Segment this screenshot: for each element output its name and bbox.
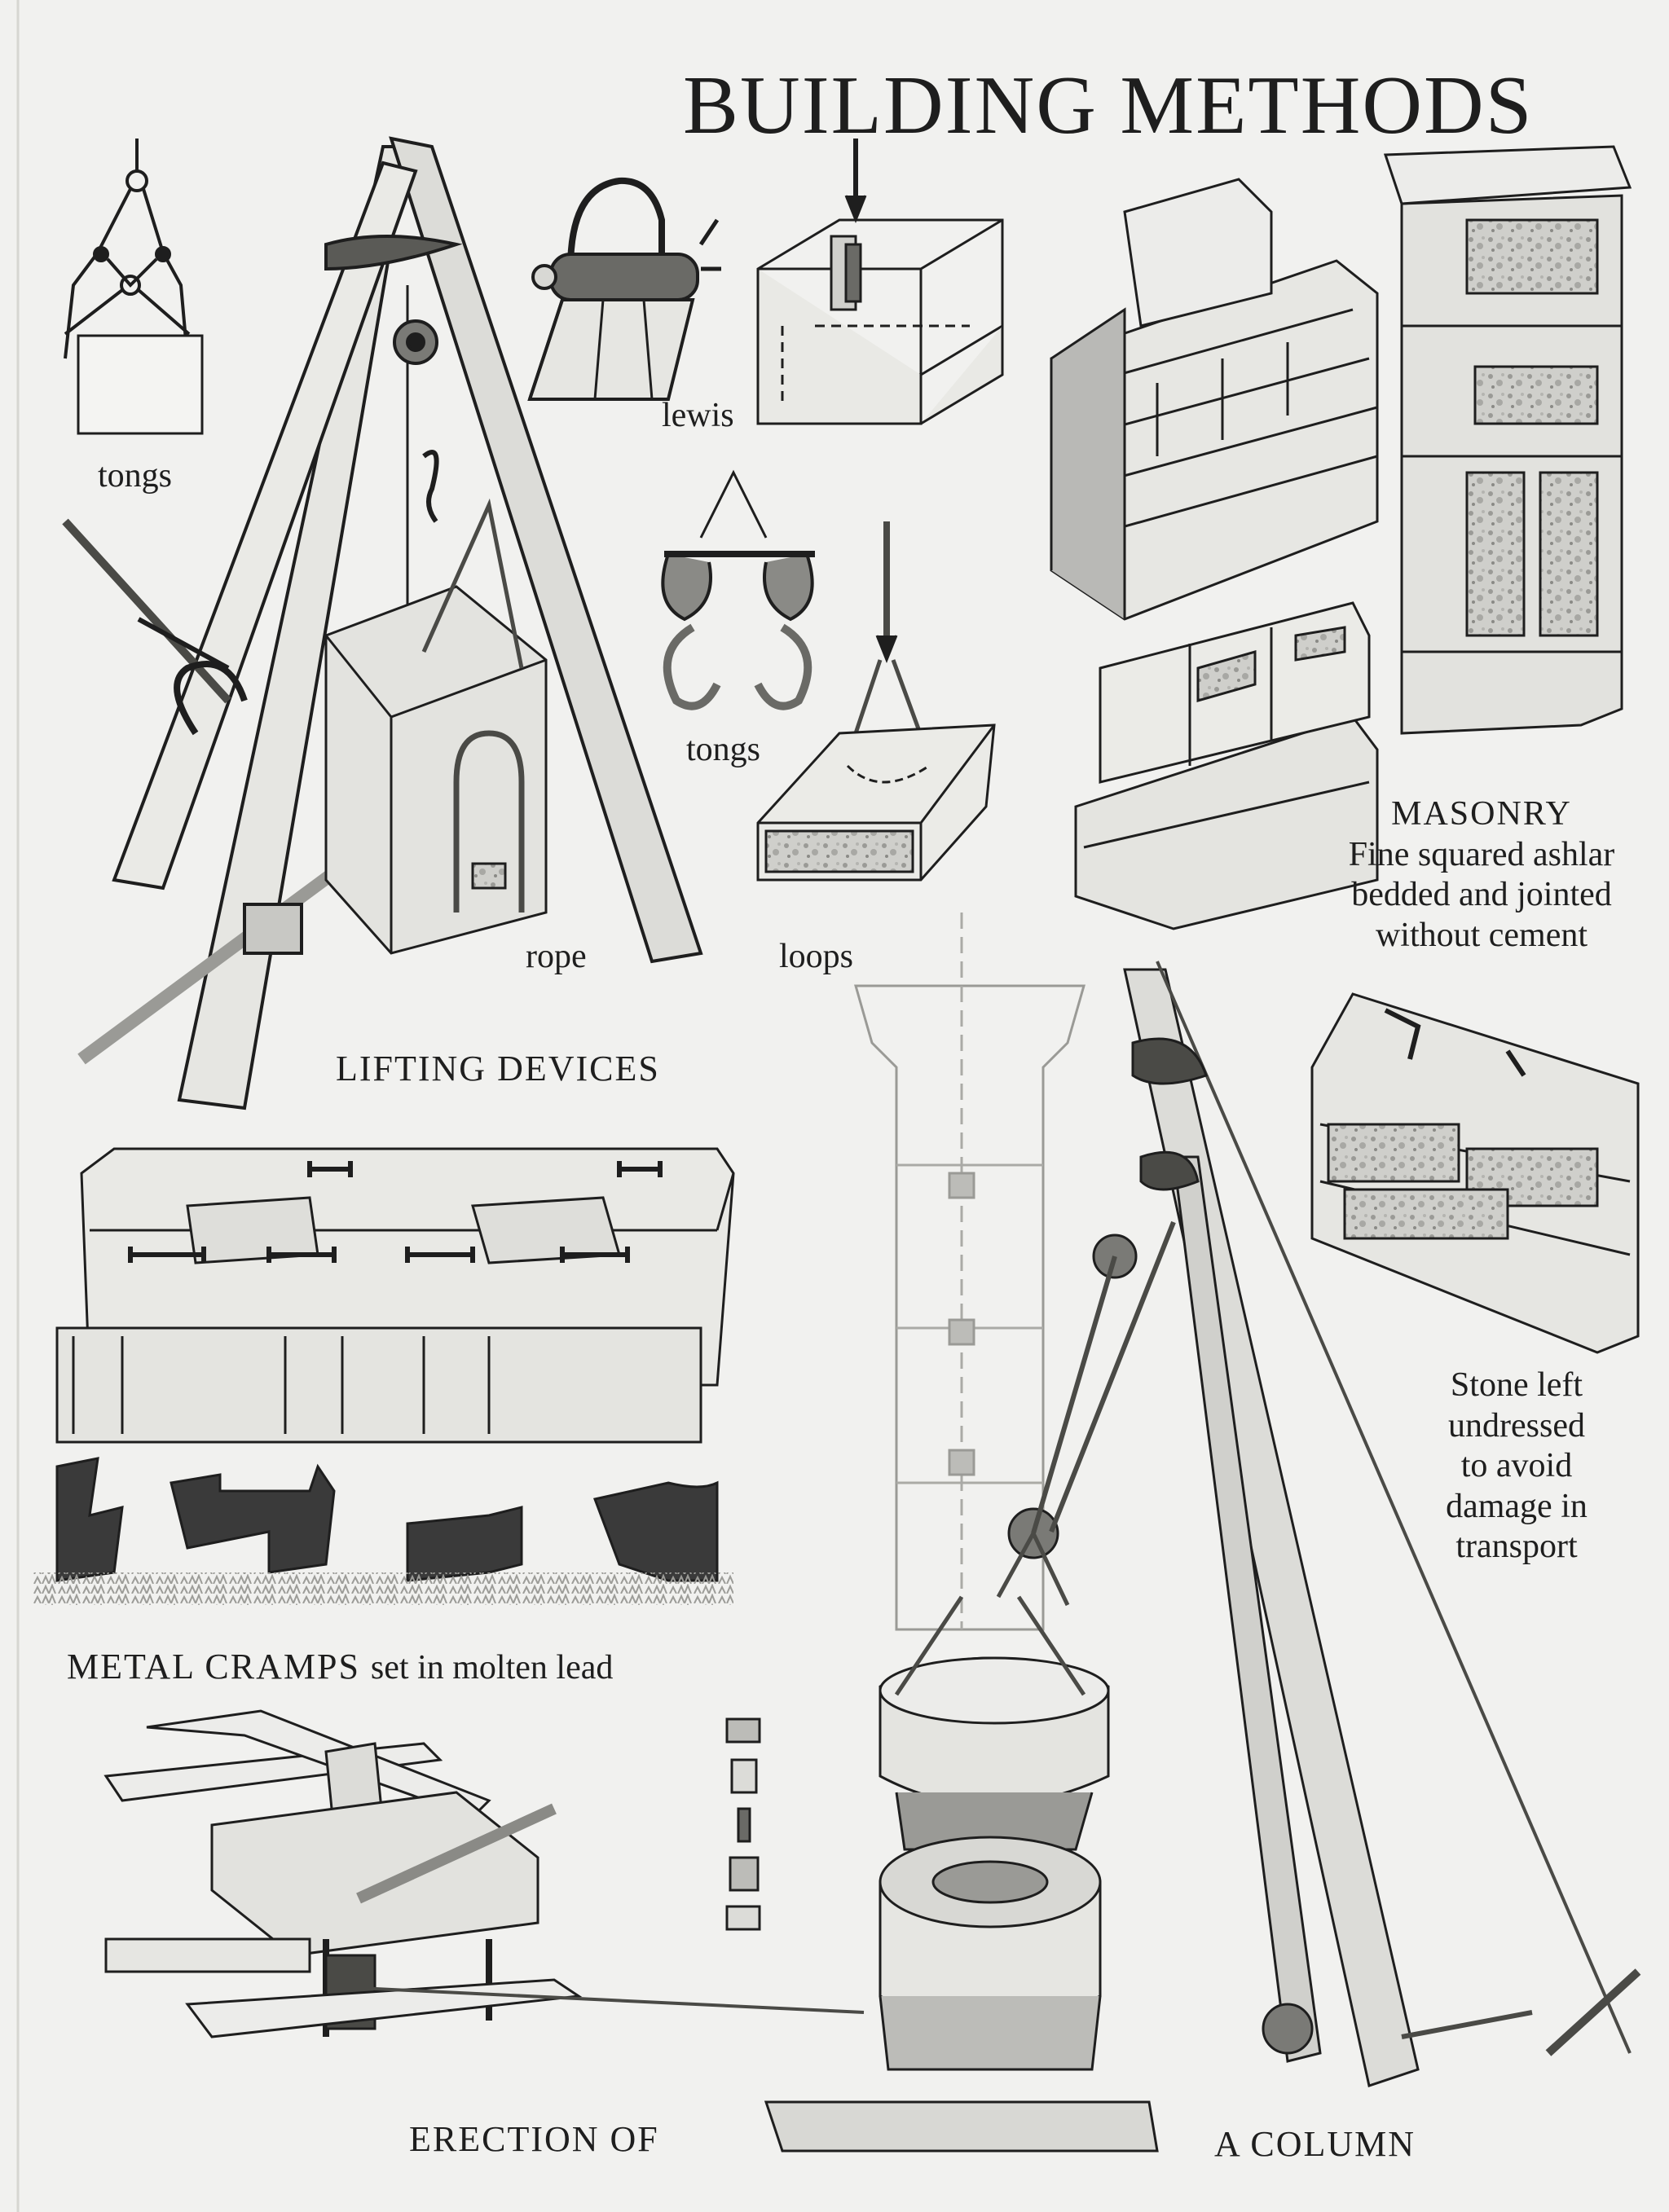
masonry-caption: MASONRY Fine squared ashlar bedded and j… [1294, 794, 1669, 956]
undressed-stone-wall-drawing [1310, 992, 1640, 1354]
column-erection-drawing [725, 913, 1641, 2153]
masonry-line-3: without cement [1375, 916, 1588, 954]
lewis-in-block-drawing [756, 139, 1004, 425]
stone-line-4: damage in [1446, 1487, 1588, 1525]
lewis-drawing [527, 177, 721, 401]
label-tongs-middle: tongs [686, 731, 761, 768]
label-rope: rope [526, 938, 587, 975]
heading-erection-of: ERECTION OF [409, 2119, 659, 2159]
label-loops: loops [779, 938, 854, 975]
heading-masonry: MASONRY [1391, 795, 1572, 833]
tongs-middle-drawing [661, 469, 815, 710]
masonry-line-2: bedded and jointed [1351, 876, 1612, 914]
cramped-blocks-drawing [55, 1147, 735, 1444]
metal-cramps-caption: METAL CRAMPS set in molten lead [67, 1646, 613, 1689]
heading-metal-cramps: METAL CRAMPS [67, 1647, 360, 1686]
label-lewis: lewis [662, 397, 734, 434]
heading-lifting-devices: LIFTING DEVICES [336, 1049, 660, 1088]
stone-line-5: transport [1455, 1528, 1578, 1566]
masonry-drawing [1050, 145, 1632, 930]
loops-block-drawing [756, 521, 996, 882]
stone-block-rope-drawing [324, 498, 548, 955]
metal-cramp-shapes [33, 1457, 733, 1605]
tongs-top-drawing [64, 139, 204, 435]
masonry-line-1: Fine squared ashlar [1348, 835, 1615, 873]
stone-line-2: undressed [1448, 1406, 1585, 1445]
page-title: BUILDING METHODS [683, 59, 1534, 152]
heading-a-column: A COLUMN [1214, 2124, 1416, 2164]
undressed-stone-caption: Stone left undressed to avoid damage in … [1398, 1365, 1635, 1568]
stone-line-3: to avoid [1460, 1447, 1573, 1485]
label-tongs-top: tongs [98, 457, 173, 495]
metal-cramps-subtitle: set in molten lead [370, 1649, 614, 1686]
stone-line-1: Stone left [1450, 1366, 1583, 1404]
capstan-windlass-drawing [103, 1709, 865, 2038]
